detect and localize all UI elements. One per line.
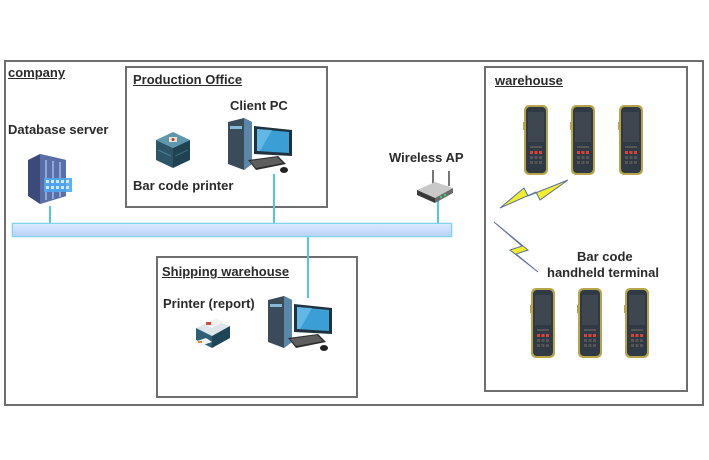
production-office-group bbox=[125, 66, 328, 208]
handheld-terminal-icon bbox=[530, 287, 556, 359]
db-server-link bbox=[49, 206, 51, 224]
database-server-label: Database server bbox=[8, 122, 109, 137]
company-label: company bbox=[8, 65, 66, 80]
wireless-ap-label: Wireless AP bbox=[389, 150, 464, 165]
shipping-pc-link bbox=[307, 236, 309, 298]
handheld-terminal-icon bbox=[577, 287, 603, 359]
handheld-terminal-icon bbox=[618, 104, 644, 176]
wireless-signal-bolt-lower bbox=[492, 220, 542, 274]
handheld-terminal-icon bbox=[624, 287, 650, 359]
report-printer-icon bbox=[192, 314, 232, 350]
wireless-ap-icon bbox=[413, 168, 457, 204]
printer-report-label: Printer (report) bbox=[163, 296, 255, 311]
bar-code-printer-label: Bar code printer bbox=[133, 178, 234, 193]
shipping-pc-icon bbox=[262, 294, 338, 354]
production-office-label: Production Office bbox=[133, 72, 243, 87]
shipping-warehouse-label: Shipping warehouse bbox=[162, 264, 290, 279]
database-server-icon bbox=[26, 152, 74, 208]
shipping-warehouse-group bbox=[156, 256, 358, 398]
client-pc-icon bbox=[222, 116, 298, 176]
handheld-terminal-icon bbox=[570, 104, 596, 176]
handheld-terminal-icon bbox=[523, 104, 549, 176]
warehouse-group bbox=[484, 66, 688, 392]
handheld-terminal-label-line2: handheld terminal bbox=[547, 265, 659, 280]
client-pc-link bbox=[273, 174, 275, 224]
handheld-terminal-label-line1: Bar code bbox=[577, 249, 633, 264]
warehouse-label: warehouse bbox=[495, 73, 563, 88]
client-pc-label: Client PC bbox=[230, 98, 288, 113]
wireless-signal-bolt-upper bbox=[498, 178, 572, 212]
company-group bbox=[4, 60, 704, 406]
bar-code-printer-icon bbox=[154, 130, 192, 170]
wireless-ap-link bbox=[437, 200, 439, 224]
network-bus bbox=[12, 223, 452, 237]
